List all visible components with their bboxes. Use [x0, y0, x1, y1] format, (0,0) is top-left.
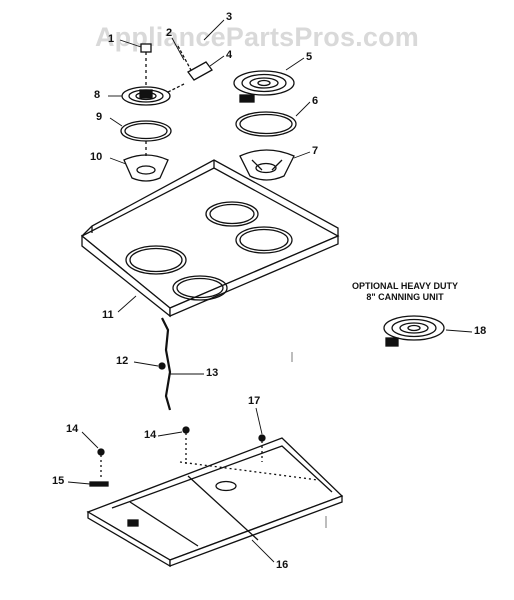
callout-13: 13 — [206, 367, 219, 379]
drip-pan-small — [123, 141, 169, 182]
callout-11: 11 — [102, 309, 114, 321]
callout-14-left: 14 — [66, 423, 79, 435]
callout-4: 4 — [226, 49, 233, 61]
canning-unit — [383, 315, 445, 347]
terminal-block — [177, 45, 213, 81]
callout-6: 6 — [312, 95, 319, 107]
spring-clip — [140, 43, 152, 86]
cooktop-panel — [80, 159, 340, 318]
callout-8: 8 — [94, 89, 101, 101]
screw — [97, 448, 105, 456]
callout-17: 17 — [248, 395, 261, 407]
callout-1: 1 — [108, 33, 115, 45]
callout-7: 7 — [312, 145, 319, 157]
callout-12: 12 — [116, 355, 129, 367]
trim-ring-large — [235, 111, 297, 137]
note-line-1: OPTIONAL HEAVY DUTY — [351, 281, 458, 291]
callout-14-center: 14 — [144, 429, 157, 441]
callout-2: 2 — [166, 27, 173, 39]
callout-16: 16 — [276, 559, 289, 571]
callout-10: 10 — [90, 151, 103, 163]
canning-unit-note: OPTIONAL HEAVY DUTY 8" CANNING UNIT — [330, 281, 480, 303]
callout-15: 15 — [52, 475, 65, 487]
callout-5: 5 — [306, 51, 313, 63]
drip-pan-large — [239, 149, 295, 181]
wiring-harness — [158, 317, 172, 411]
callout-18: 18 — [474, 325, 487, 337]
callout-9: 9 — [96, 111, 103, 123]
burner-box — [86, 437, 344, 568]
surface-element-large — [233, 70, 295, 103]
surface-element-small — [121, 83, 185, 106]
note-line-2: 8" CANNING UNIT — [366, 292, 444, 302]
callout-3: 3 — [226, 11, 233, 23]
